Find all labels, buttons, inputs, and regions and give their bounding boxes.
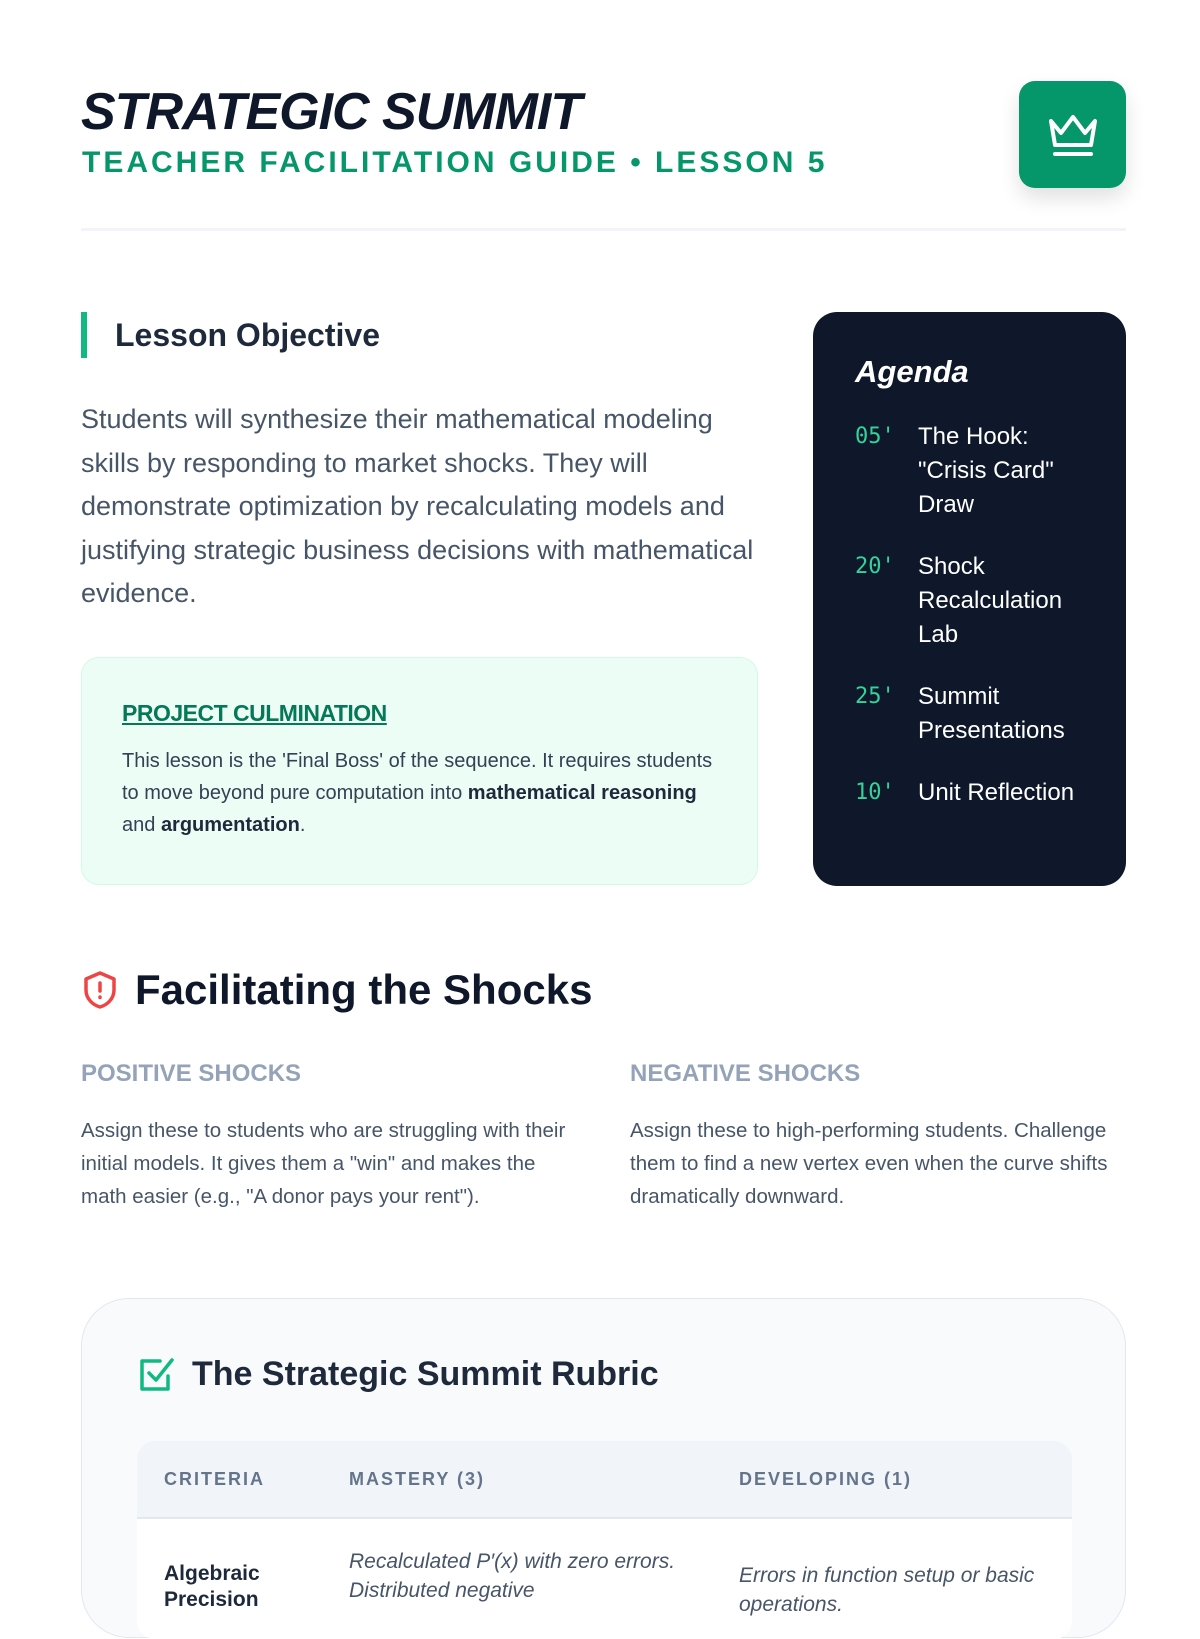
objective-text: Students will synthesize their mathemati… bbox=[81, 404, 754, 608]
agenda-panel: Agenda 05'The Hook: "Crisis Card" Draw 2… bbox=[813, 312, 1126, 886]
header-divider bbox=[81, 228, 1126, 231]
table-row: Algebraic Precision Recalculated P′(x) w… bbox=[164, 1550, 1035, 1616]
objective-heading: Lesson Objective bbox=[81, 312, 380, 358]
rubric-heading: The Strategic Summit Rubric bbox=[138, 1355, 659, 1394]
checkbox-icon bbox=[140, 1357, 174, 1391]
crown-badge bbox=[1019, 81, 1126, 188]
agenda-item: 05'The Hook: "Crisis Card" Draw bbox=[855, 423, 1054, 518]
shocks-heading: Facilitating the Shocks bbox=[81, 966, 592, 1014]
project-culmination-callout: PROJECT CULMINATION This lesson is the '… bbox=[81, 657, 758, 885]
agenda-item: 10'Unit Reflection bbox=[855, 779, 1075, 806]
shield-alert-icon bbox=[84, 971, 116, 1009]
agenda-title: Agenda bbox=[855, 354, 969, 389]
agenda-item: 20'Shock Recalculation Lab bbox=[855, 553, 1063, 648]
callout-text: This lesson is the 'Final Boss' of the s… bbox=[122, 750, 713, 836]
agenda-item: 25'Summit Presentations bbox=[855, 683, 1065, 744]
page-title: STRATEGIC SUMMIT bbox=[81, 83, 582, 141]
callout-title: PROJECT CULMINATION bbox=[122, 700, 387, 726]
page-subtitle: TEACHER FACILITATION GUIDE • LESSON 5 bbox=[82, 146, 828, 179]
crown-icon bbox=[1048, 114, 1097, 156]
